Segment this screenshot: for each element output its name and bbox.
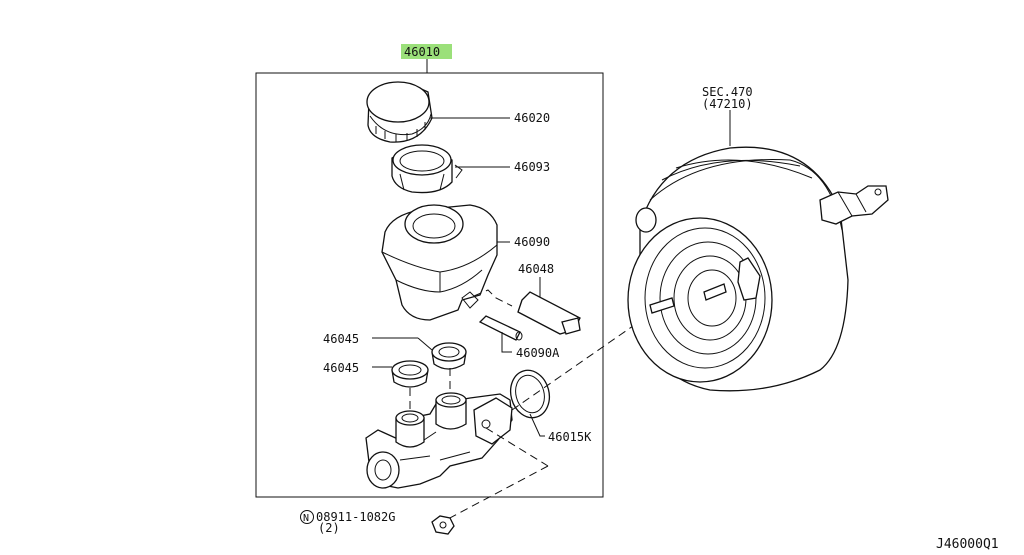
nut-symbol-circle	[300, 510, 314, 524]
assembly-label[interactable]: 46010	[404, 45, 440, 59]
assembly-label-highlight	[401, 44, 452, 59]
nut-label[interactable]: 08911-1082G	[316, 510, 395, 524]
master-cylinder-part	[365, 392, 513, 489]
pin-part	[478, 315, 523, 341]
nut-dash-line	[445, 465, 549, 521]
connector-dash-line	[473, 289, 513, 307]
pin-leader	[501, 332, 512, 353]
connector-part	[517, 291, 581, 335]
reservoir-part	[381, 204, 498, 321]
grommet-upper-leader-2	[417, 337, 433, 351]
brake-booster-part	[627, 146, 889, 392]
grommet-upper-part	[431, 342, 467, 370]
nut-qty: (2)	[318, 521, 340, 535]
grommet-lower-part	[391, 360, 429, 388]
reservoir-label[interactable]: 46090	[514, 235, 550, 249]
booster-part-label[interactable]: (47210)	[702, 97, 753, 111]
strainer-label[interactable]: 46093	[514, 160, 550, 174]
strainer-part	[391, 144, 463, 194]
booster-sec-label[interactable]: SEC.470	[702, 85, 753, 99]
reservoir-cap-part	[366, 81, 433, 143]
assembly-frame	[255, 72, 604, 498]
o-ring-leader	[529, 413, 545, 437]
o-ring-label[interactable]: 46015K	[548, 430, 592, 444]
nut-symbol: N	[303, 513, 309, 524]
nut-part	[431, 515, 455, 535]
grommet-lower-label[interactable]: 46045	[323, 361, 359, 375]
pin-label[interactable]: 46090A	[516, 346, 560, 360]
o-ring-part	[509, 369, 551, 419]
connector-label[interactable]: 46048	[518, 262, 554, 276]
grommet-upper-label[interactable]: 46045	[323, 332, 359, 346]
cap-label[interactable]: 46020	[514, 111, 550, 125]
diagram-code: J46000Q1	[936, 537, 999, 552]
